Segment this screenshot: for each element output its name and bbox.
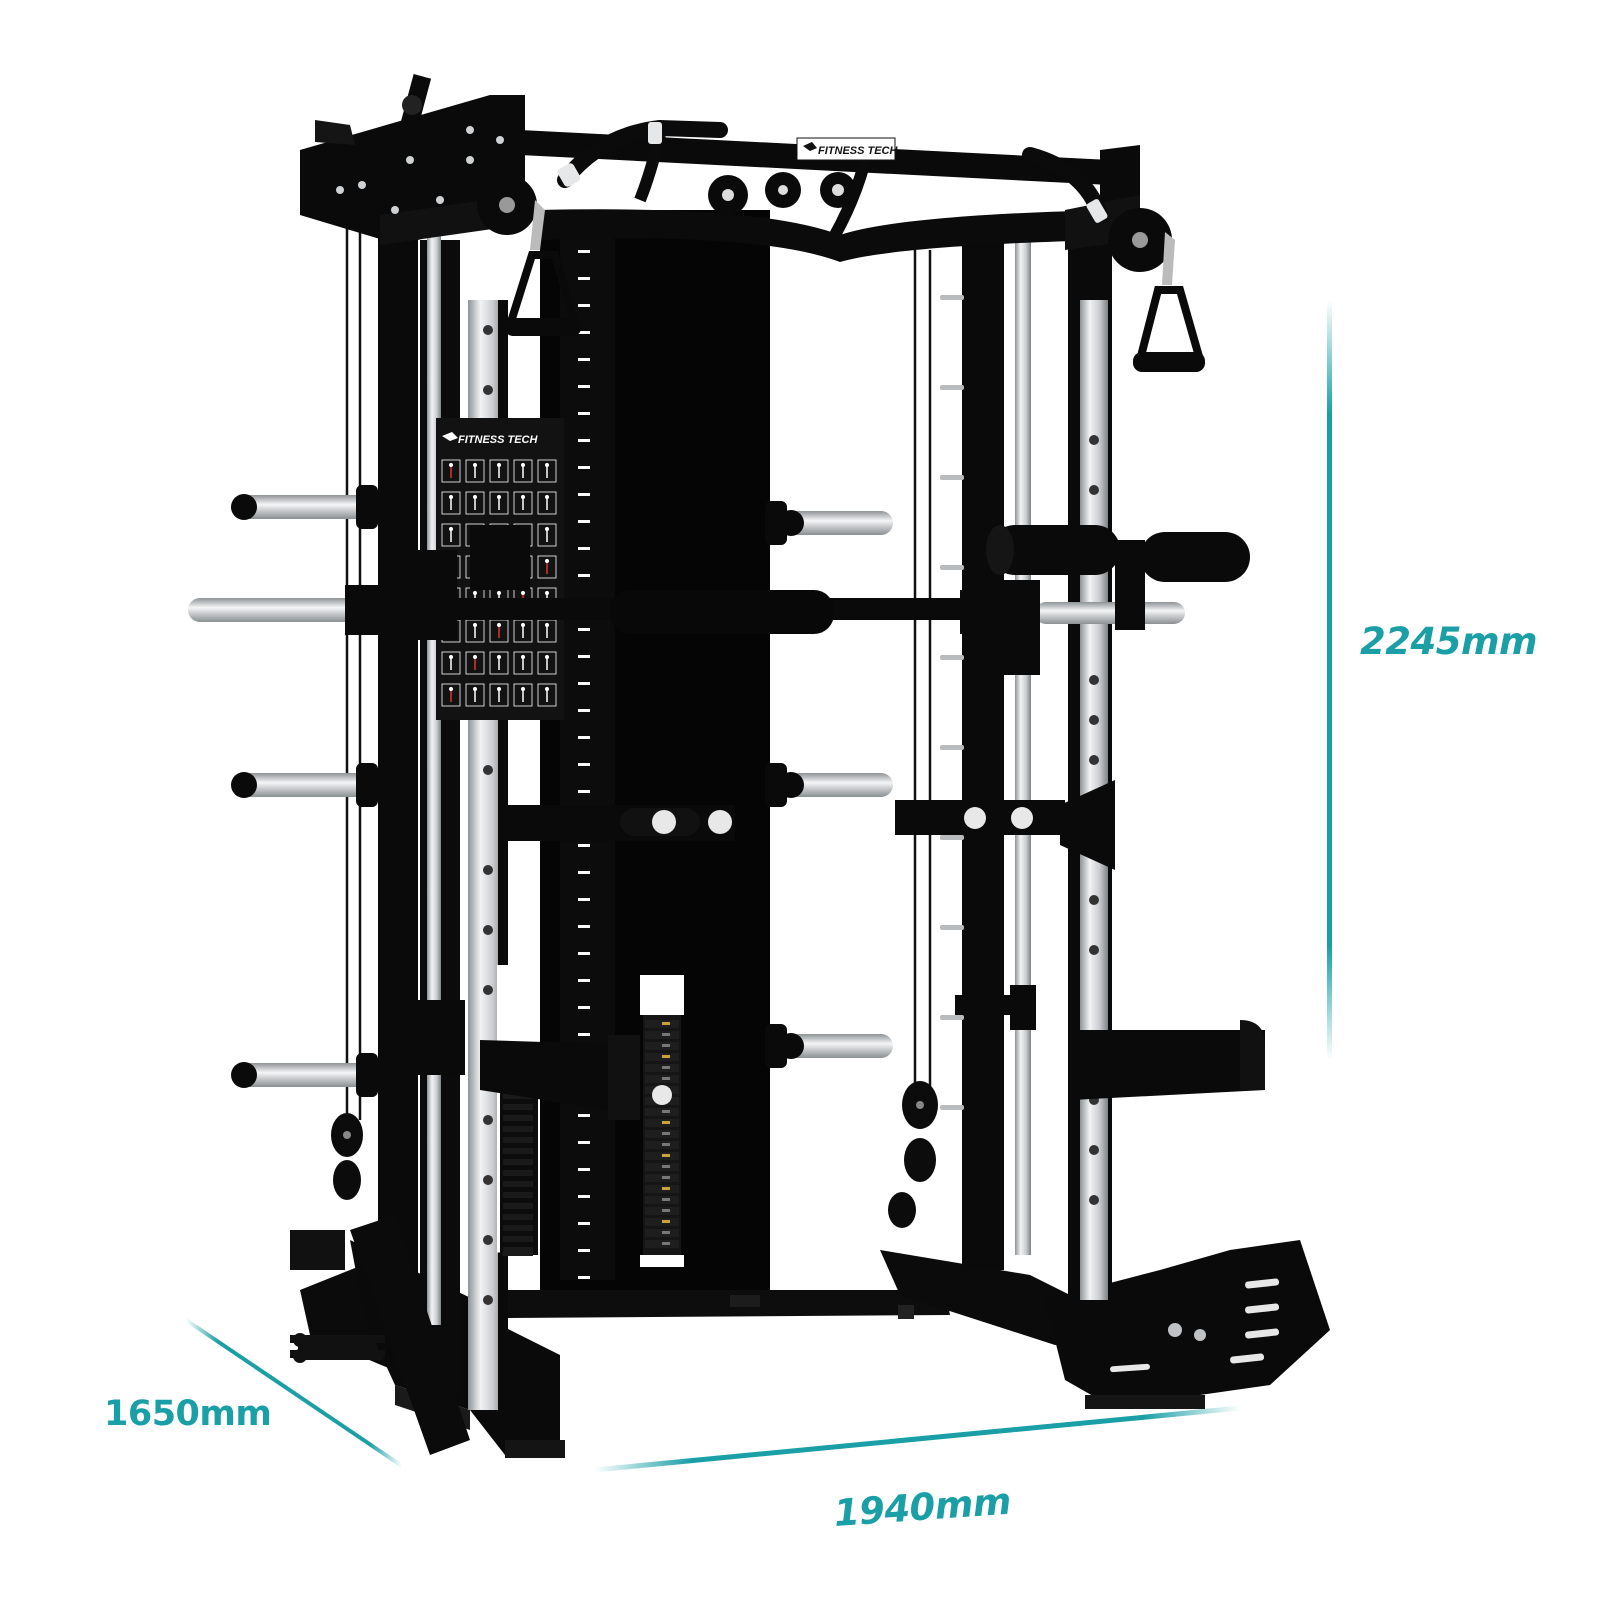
brand-badge-text: FITNESS TECH xyxy=(818,145,899,157)
top-frame: FITNESS TECH xyxy=(300,74,1206,372)
depth-dimension-label: 1650mm xyxy=(104,1394,272,1434)
smith-bar xyxy=(188,525,1185,675)
height-dimension-line xyxy=(1327,300,1332,1060)
height-dimension-label: 2245mm xyxy=(1360,620,1538,663)
plate-storage-horns xyxy=(231,485,893,1097)
leg-roller-attachment xyxy=(986,525,1250,630)
depth-dimension-line xyxy=(184,1318,404,1468)
right-uprights xyxy=(888,225,1112,1325)
front-left-leg xyxy=(290,1215,470,1455)
dimension-lines xyxy=(184,300,1332,1473)
width-dimension-line xyxy=(593,1405,1241,1473)
spotter-arms xyxy=(415,780,1265,1120)
brand-logo-icon xyxy=(803,142,817,151)
exercise-chart-brand: FITNESS TECH xyxy=(458,434,539,446)
brand-badge xyxy=(796,137,896,161)
